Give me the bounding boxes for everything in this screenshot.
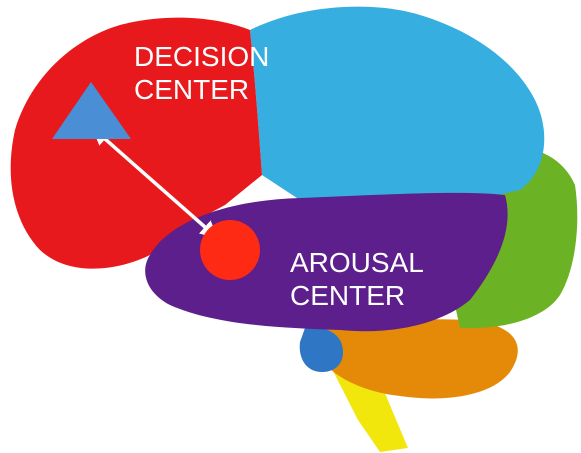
arousal-label-line-2: CENTER [290,279,424,312]
decision-center-label: DECISION CENTER [134,40,269,106]
parietal-lobe [250,7,544,210]
decision-label-line-1: DECISION [134,40,269,73]
circle-icon [200,220,260,280]
arousal-center-label: AROUSAL CENTER [290,246,424,312]
arousal-label-line-1: AROUSAL [290,246,424,279]
decision-label-line-2: CENTER [134,73,269,106]
